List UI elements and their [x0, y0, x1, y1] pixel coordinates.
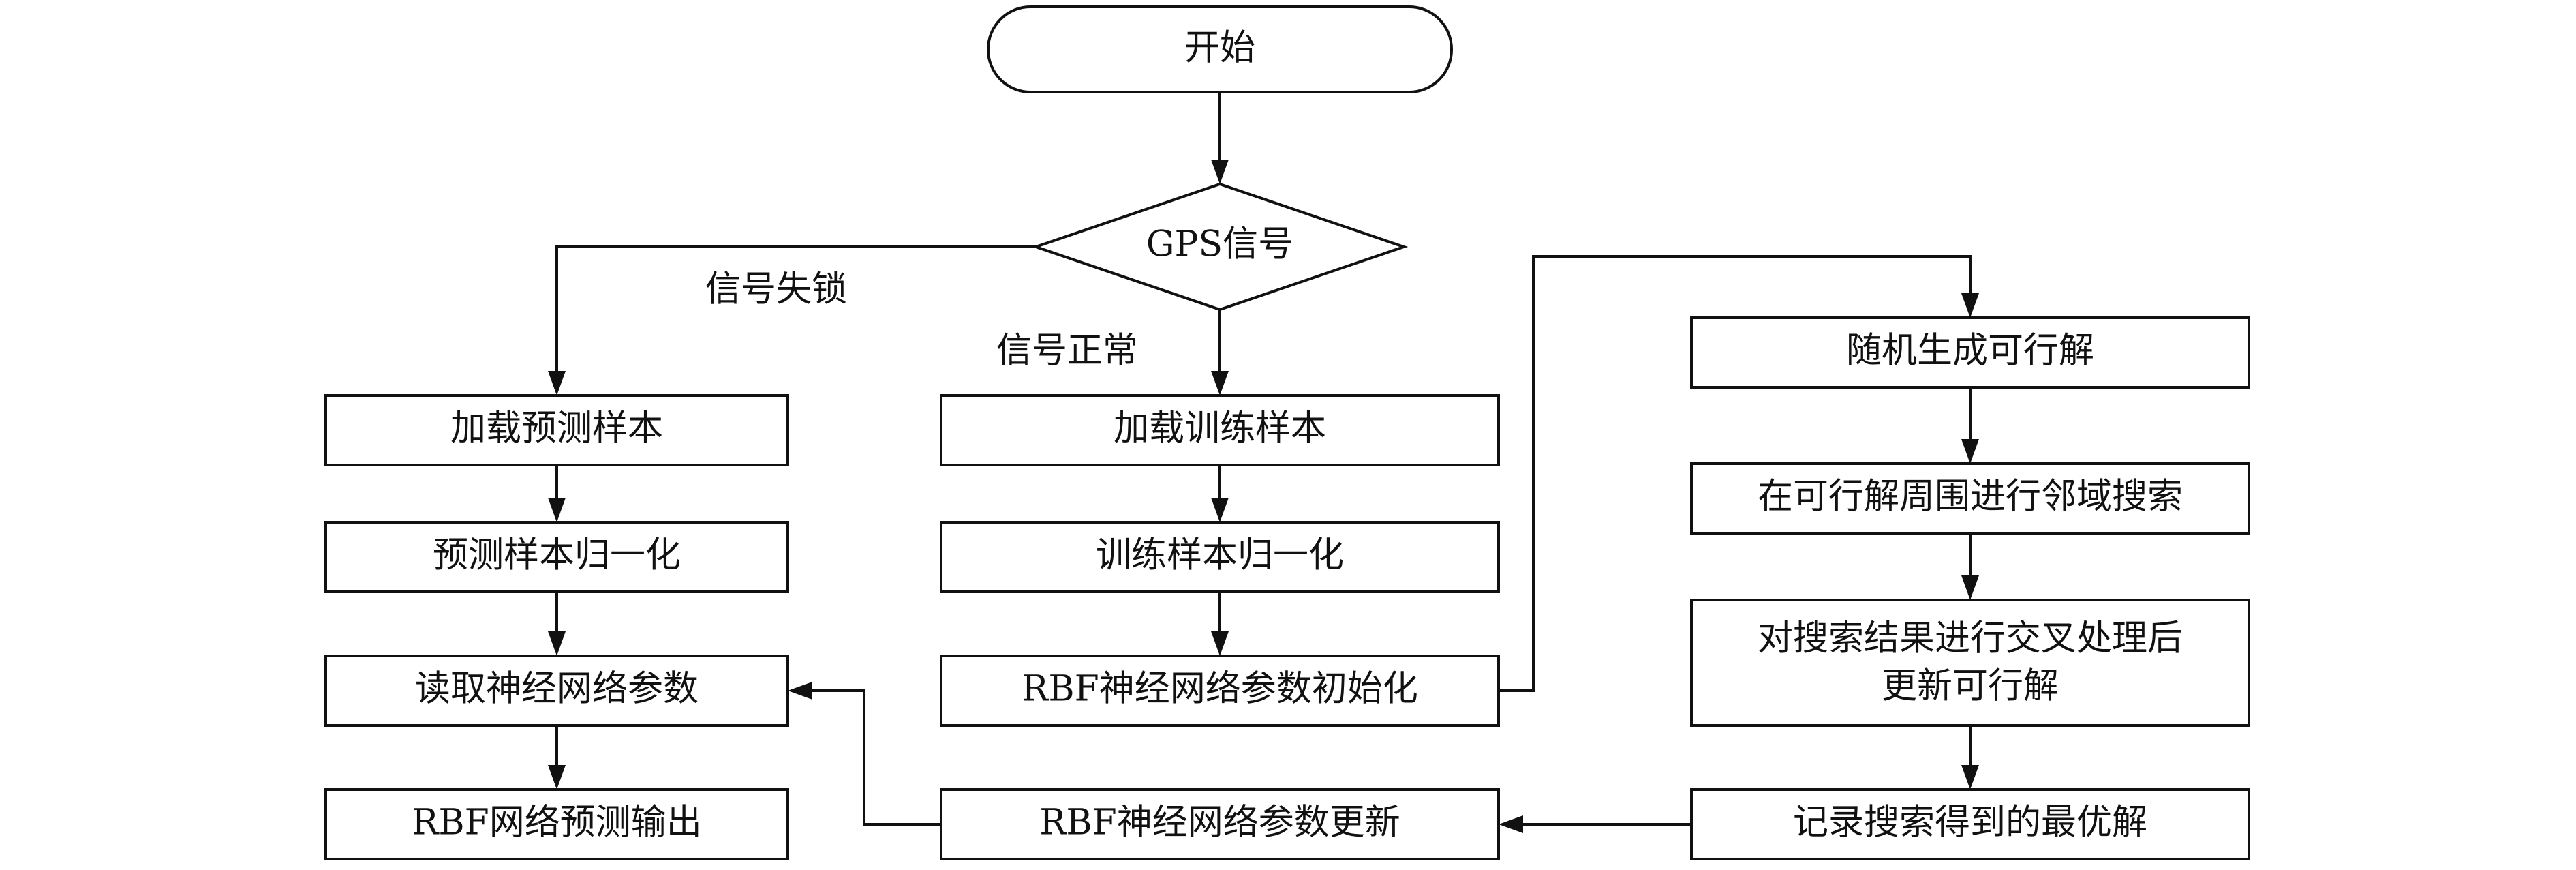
- crossover-update-box: [1690, 599, 2250, 727]
- edge-gps-to-load-prediction-arrowhead: [548, 371, 566, 395]
- normalize-training-label: 训练样本归一化: [1096, 535, 1344, 576]
- crossover-update-label-line2: 更新可行解: [1882, 666, 2059, 707]
- crossover-update-label-line1: 对搜索结果进行交叉处理后: [1758, 618, 2183, 659]
- gps-label: GPS信号: [1146, 224, 1293, 265]
- random-feasible-label: 随机生成可行解: [1846, 331, 2094, 372]
- edge-crossover-to-record-arrowhead: [1961, 765, 1979, 790]
- edge-random-to-search-arrowhead: [1961, 439, 1979, 464]
- normalize-prediction-label: 预测样本归一化: [433, 535, 681, 576]
- edge-init-to-random-arrowhead: [1961, 293, 1979, 318]
- neighborhood-search-box: [1690, 462, 2250, 535]
- edge-load-train-to-normalize-arrowhead: [1211, 498, 1229, 522]
- signal-lost-label: 信号失锁: [705, 269, 847, 310]
- edge-record-to-update-arrowhead: [1499, 815, 1523, 833]
- edges: [548, 92, 1979, 833]
- rbf-prediction-output-box: [324, 788, 789, 860]
- normalize-training-box: [940, 521, 1500, 593]
- edge-read-to-output-arrowhead: [548, 765, 566, 790]
- neighborhood-search-label: 在可行解周围进行邻域搜索: [1758, 477, 2183, 518]
- edge-gps-to-load-training-arrowhead: [1211, 371, 1229, 395]
- edge-normalize-to-init-arrowhead: [1211, 631, 1229, 656]
- normalize-prediction-box: [324, 521, 789, 593]
- start-label: 开始: [1184, 28, 1255, 69]
- read-network-params-label: 读取神经网络参数: [415, 669, 699, 710]
- edge-search-to-crossover-arrowhead: [1961, 575, 1979, 600]
- load-prediction-samples-label: 加载预测样本: [450, 408, 663, 449]
- edge-start-to-gps-arrowhead: [1211, 160, 1229, 184]
- edge-update-to-read: [812, 689, 941, 826]
- rbf-param-init-label: RBF神经网络参数初始化: [1022, 669, 1417, 710]
- edge-load-pred-to-normalize-arrowhead: [548, 498, 566, 522]
- edge-gps-to-load-prediction: [555, 245, 1036, 371]
- load-training-samples-label: 加载训练样本: [1114, 408, 1326, 449]
- record-best-box: [1690, 788, 2250, 860]
- rbf-param-init-box: [940, 655, 1500, 727]
- rbf-param-update-label: RBF神经网络参数更新: [1039, 802, 1400, 843]
- edge-init-to-random: [1499, 255, 1972, 692]
- record-best-label: 记录搜索得到的最优解: [1793, 802, 2147, 843]
- gps-decision: GPS信号: [1031, 182, 1409, 312]
- search-column: 随机生成可行解 在可行解周围进行邻域搜索 对搜索结果进行交叉处理后 更新可行解 …: [1690, 316, 2250, 860]
- edge-update-to-read-arrowhead: [788, 682, 812, 700]
- start-node: 开始: [987, 5, 1453, 93]
- edge-normalize-to-read-arrowhead: [548, 631, 566, 656]
- load-prediction-samples-box: [324, 394, 789, 466]
- rbf-prediction-output-label: RBF网络预测输出: [412, 802, 701, 843]
- prediction-column: 加载预测样本 预测样本归一化 读取神经网络参数 RBF网络预测输出: [324, 394, 789, 860]
- signal-normal-label: 信号正常: [996, 331, 1138, 372]
